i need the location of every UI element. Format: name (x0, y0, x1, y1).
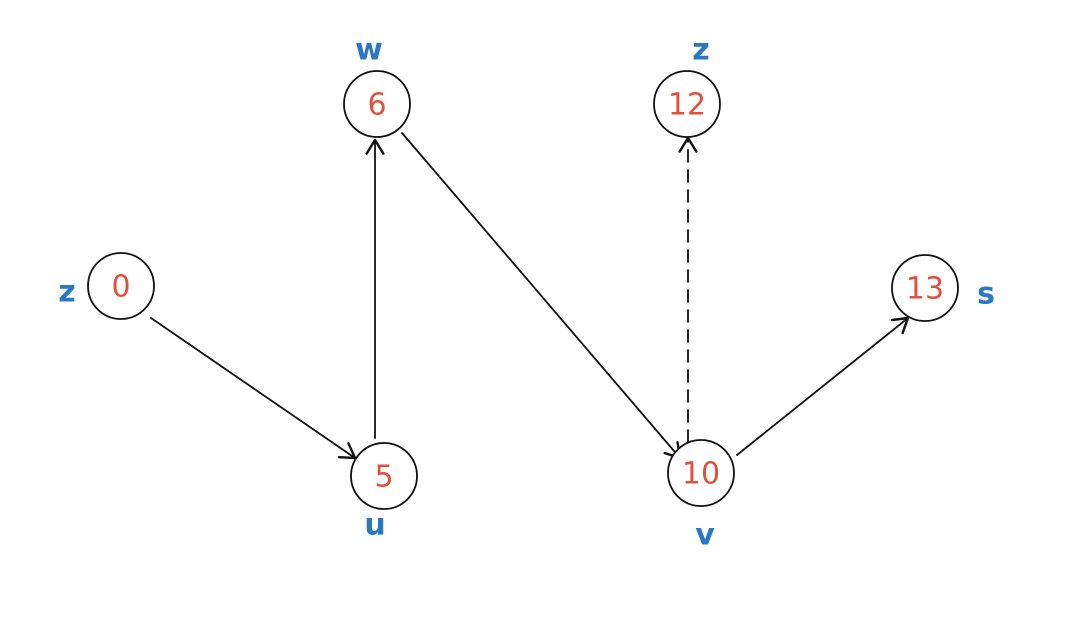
arrowhead-icon (365, 138, 385, 155)
node-circle (891, 254, 959, 322)
arrowhead-icon (678, 136, 698, 153)
edges-layer (150, 132, 910, 460)
node-u: 5u (350, 442, 418, 543)
arrowhead-icon (337, 442, 357, 460)
node-z_top: 12 z (653, 33, 721, 138)
node-label: z (692, 33, 709, 68)
node-circle (350, 442, 418, 510)
node-value: 6 (367, 88, 386, 123)
edge-line (401, 132, 681, 459)
node-w: 6w (343, 33, 411, 138)
edge-v-to-s (736, 316, 910, 456)
node-s: 13 s (891, 254, 995, 322)
node-value: 13 (906, 272, 944, 307)
edge-u-to-w (365, 138, 385, 439)
node-value: 5 (374, 460, 393, 495)
node-circle (667, 439, 735, 507)
edge-v-to-z_top (678, 136, 698, 443)
edge-z_left-to-u (150, 317, 357, 460)
node-label: w (355, 33, 383, 68)
node-label: z (58, 275, 75, 310)
arrowhead-icon (890, 316, 910, 335)
node-label: v (695, 518, 715, 553)
node-label: s (977, 277, 995, 312)
edge-w-to-v (401, 132, 682, 460)
node-v: 10 v (667, 439, 735, 553)
node-z_left: 0z (58, 252, 155, 320)
node-circle (87, 252, 155, 320)
node-value: 10 (682, 457, 720, 492)
node-value: 0 (111, 270, 130, 305)
edge-line (736, 317, 909, 456)
node-label: u (364, 508, 385, 543)
node-circle (343, 70, 411, 138)
node-value: 12 (668, 88, 706, 123)
edge-line (150, 317, 356, 459)
node-circle (653, 70, 721, 138)
